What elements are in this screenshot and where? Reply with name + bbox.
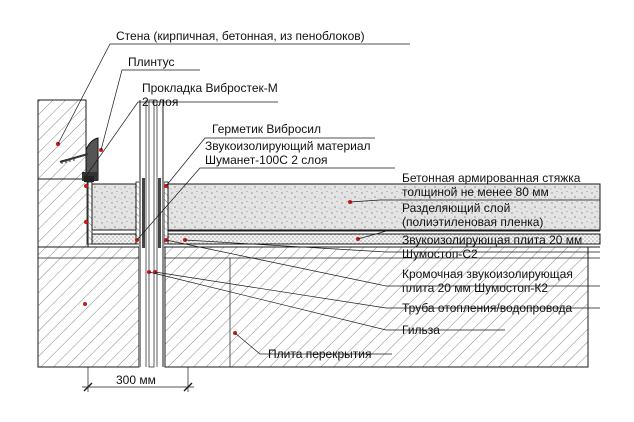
label-sound-material-line2: Шуманет-100С 2 слоя	[205, 153, 328, 167]
label-plinth: Плинтус	[128, 55, 174, 69]
label-board-line2: Шумостоп-С2	[402, 247, 478, 261]
label-slab: Плита перекрытия	[268, 347, 371, 361]
label-board-line1: Звукоизолирующая плита 20 мм	[402, 233, 582, 247]
label-sealant: Герметик Вибросил	[212, 122, 321, 136]
pipe-with-sleeve	[139, 99, 164, 368]
screw	[59, 153, 89, 164]
label-gasket-line2: 2 слоя	[142, 95, 178, 109]
gasket	[84, 176, 94, 182]
label-edge-board-line1: Кромочная звукоизолирующая	[402, 267, 573, 281]
label-separator-line1: Разделяющий слой	[402, 201, 510, 215]
leader-lines	[57, 43, 600, 355]
label-sound-material-line1: Звукоизолирующий материал	[205, 139, 371, 153]
label-edge-board-line2: плита 20 мм Шумостоп-К2	[402, 281, 548, 295]
concrete-screed-left	[91, 183, 137, 231]
label-separator-line2: (полиэтиленовая пленка)	[402, 215, 543, 229]
concrete-screed	[167, 183, 601, 231]
label-pipe: Труба отопления/водопровода	[402, 301, 573, 315]
label-gasket-line1: Прокладка Вибростек-М	[142, 81, 278, 95]
floor-slab	[37, 246, 600, 368]
label-screed-line2: толщиной не менее 80 мм	[402, 185, 549, 199]
label-screed-line1: Бетонная армированная стяжка	[402, 171, 581, 185]
label-dimension: 300 мм	[116, 373, 156, 387]
wall	[37, 99, 89, 248]
label-wall: Стена (кирпичная, бетонная, из пеноблоко…	[116, 29, 365, 43]
label-sleeve: Гильза	[402, 323, 440, 337]
dimension-line	[82, 367, 194, 392]
